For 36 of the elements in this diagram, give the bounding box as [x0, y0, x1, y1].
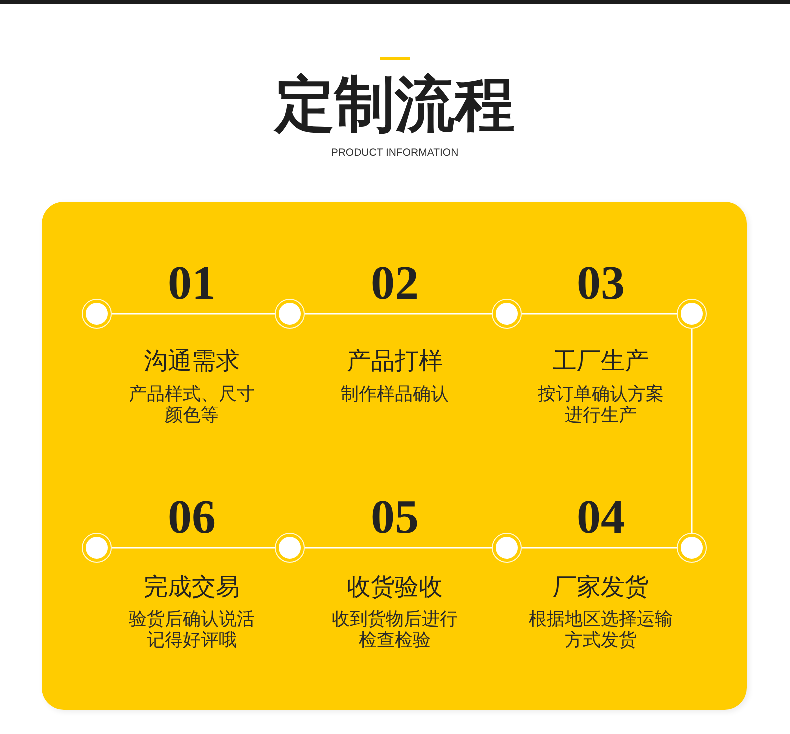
step-title: 沟通需求 [144, 350, 240, 374]
timeline-dot [275, 299, 305, 329]
connector-line [112, 313, 275, 315]
timeline-dot [677, 299, 707, 329]
process-panel [42, 202, 747, 710]
step-description: 按订单确认方案进行生产 [537, 384, 665, 426]
connector-line [112, 547, 275, 549]
connector-line [305, 313, 492, 315]
subtitle: PRODUCT INFORMATION [331, 148, 459, 158]
timeline-dot [275, 533, 305, 563]
timeline-dot [492, 299, 522, 329]
timeline-dot [492, 533, 522, 563]
timeline-dot [82, 533, 112, 563]
step-number: 03 [577, 260, 625, 308]
connector-line [691, 329, 693, 533]
step-number: 01 [168, 260, 216, 308]
step-description: 产品样式、尺寸颜色等 [128, 384, 256, 426]
step-description: 根据地区选择运输方式发货 [528, 609, 674, 651]
step-number: 04 [577, 494, 625, 542]
connector-line [522, 547, 677, 549]
step-description: 验货后确认说活记得好评哦 [128, 609, 256, 651]
step-title: 工厂生产 [553, 350, 649, 374]
step-number: 02 [371, 260, 419, 308]
connector-line [522, 313, 677, 315]
step-description: 收到货物后进行检查检验 [331, 609, 459, 651]
step-title: 厂家发货 [553, 576, 649, 600]
step-number: 06 [168, 494, 216, 542]
step-number: 05 [371, 494, 419, 542]
connector-line [305, 547, 492, 549]
step-title: 完成交易 [144, 576, 240, 600]
step-title: 产品打样 [347, 350, 443, 374]
page-title: 定制流程 [275, 75, 515, 135]
step-description: 制作样品确认 [340, 384, 450, 405]
timeline-dot [82, 299, 112, 329]
step-title: 收货验收 [347, 576, 443, 600]
timeline-dot [677, 533, 707, 563]
